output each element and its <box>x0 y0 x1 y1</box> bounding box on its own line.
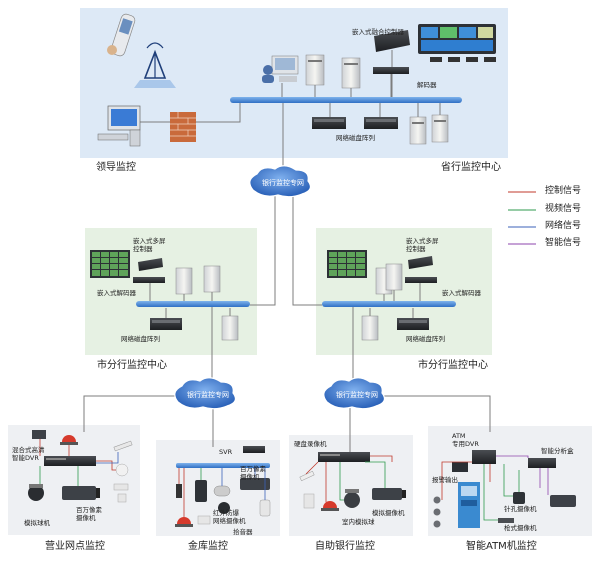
firewall-icon <box>170 112 196 142</box>
branch-right-bus <box>322 301 456 307</box>
legend-smart-label: 智能信号 <box>545 238 582 248</box>
province-center-title: 省行监控中心 <box>441 162 501 173</box>
leader-computer-icon <box>97 105 141 147</box>
outlet-dome-label: 模拟球机 <box>24 519 50 527</box>
branch-left-raid-label: 网络磁盘阵列 <box>121 335 160 343</box>
legend-control-label: 控制信号 <box>545 186 582 196</box>
branch-left-devices <box>90 250 239 341</box>
branch-left-bus <box>136 301 250 307</box>
right-cloud <box>323 377 386 410</box>
atm-panel <box>428 426 592 536</box>
vault-camera-label: 百万像素 摄像机 <box>240 465 266 481</box>
legend-lines <box>508 191 536 245</box>
atm-analysis-box-label: 智能分析盒 <box>541 447 574 455</box>
vault-pickup-label: 拾音器 <box>233 528 253 536</box>
outlet-title: 营业网点监控 <box>45 541 105 552</box>
branch-left-decoder-label: 嵌入式解码器 <box>97 289 136 297</box>
atm-dvr-label: ATM 专用DVR <box>452 432 479 448</box>
outlet-camera-label: 百万像素 摄像机 <box>76 506 102 522</box>
antenna-tower-icon <box>134 42 176 88</box>
atm-alarm-output-label: 报警输出 <box>432 476 458 484</box>
self-service-recorder-label: 硬盘录像机 <box>294 440 327 448</box>
vault-devices <box>175 446 271 527</box>
top-cloud-label: 银行监控专网 <box>262 179 304 187</box>
branch-right-decoder-label: 嵌入式解码器 <box>442 289 481 297</box>
province-raid <box>312 103 398 129</box>
left-cloud-label: 银行监控专网 <box>187 391 229 399</box>
province-raid-label: 网络磁盘阵列 <box>336 134 375 142</box>
atm-title: 智能ATM机监控 <box>466 541 537 552</box>
province-servers <box>305 54 449 145</box>
legend-video-label: 视频信号 <box>545 204 582 214</box>
outlet-devices <box>28 430 133 503</box>
top-cloud <box>249 165 312 198</box>
vault-ir-camera-label: 红外防爆 网络摄像机 <box>213 509 246 525</box>
branch-right-panel <box>316 228 492 355</box>
self-service-dome-label: 室内模拟球 <box>342 518 375 526</box>
branch-right-title: 市分行监控中心 <box>418 360 488 371</box>
legend-network-label: 网络信号 <box>545 221 582 231</box>
mobile-phone-icon <box>107 13 136 57</box>
vault-svr-label: SVR <box>219 448 233 456</box>
vault-title: 金库监控 <box>188 541 228 552</box>
branch-right-raid-label: 网络磁盘阵列 <box>406 335 445 343</box>
video-wall <box>418 24 496 62</box>
atm-pinhole-label: 针孔摄像机 <box>504 505 537 513</box>
operator-workstation <box>262 55 299 97</box>
network-links <box>83 103 491 453</box>
branch-left-title: 市分行监控中心 <box>97 360 167 371</box>
outlet-dvr-label: 混合式高清 智能DVR <box>12 446 45 462</box>
embedded-controller-label: 嵌入式融合控制器 <box>352 28 404 36</box>
left-cloud <box>174 377 237 410</box>
branch-right-multiscreen-label: 嵌入式多屏 控制器 <box>406 237 439 253</box>
atm-camera-label: 枪式摄像机 <box>504 524 537 532</box>
self-service-panel <box>289 435 413 536</box>
self-service-devices <box>299 452 406 511</box>
right-cloud-label: 银行监控专网 <box>336 391 378 399</box>
self-service-camera-label: 模拟摄像机 <box>372 509 405 517</box>
province-decoder-label: 解码器 <box>417 81 437 89</box>
branch-right-devices <box>327 250 437 341</box>
province-bus <box>230 97 462 103</box>
branch-left-multiscreen-label: 嵌入式多屏 控制器 <box>133 237 166 253</box>
atm-devices <box>433 450 576 528</box>
province-decoder <box>373 67 409 97</box>
self-service-title: 自助银行监控 <box>315 541 375 552</box>
leader-monitoring-title: 领导监控 <box>96 162 136 173</box>
